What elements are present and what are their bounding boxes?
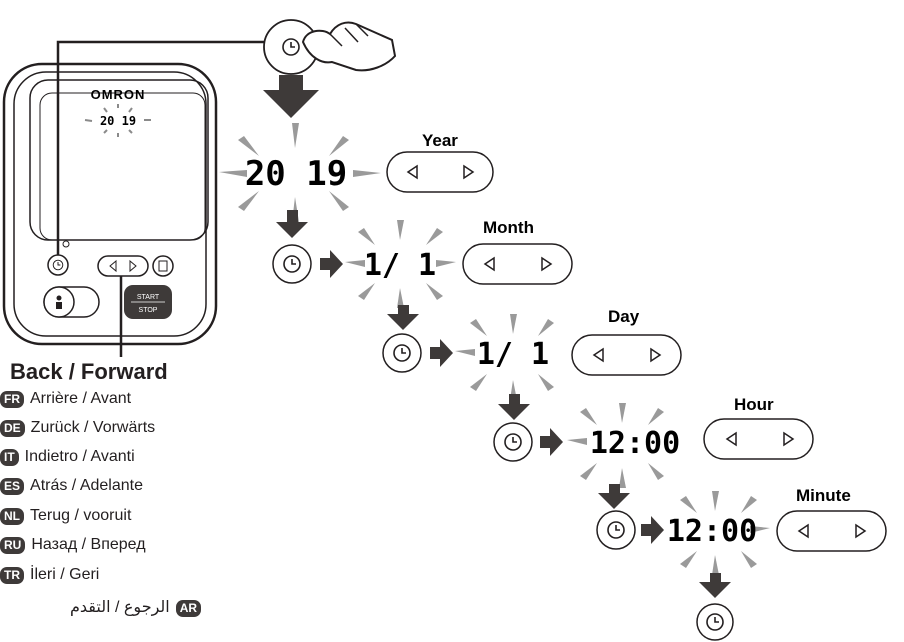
right-arrow-icon [540, 428, 563, 456]
minute-blink-rays [680, 491, 770, 575]
arrow-left-icon [592, 347, 604, 363]
down-arrow-icon [699, 573, 731, 598]
device-back-forward-button[interactable] [97, 255, 149, 277]
right-arrow-icon [641, 516, 664, 544]
day-clock-button[interactable] [382, 333, 422, 373]
arrow-left-icon [725, 431, 737, 447]
down-arrow-icon [263, 75, 319, 118]
down-arrow-icon [276, 210, 308, 238]
arrow-right-icon [541, 256, 553, 272]
down-arrow-icon [387, 305, 419, 330]
brand-logo: OMRON [91, 87, 146, 102]
hour-back-forward-button[interactable] [703, 418, 814, 460]
device-display-value: 20 19 [100, 114, 136, 128]
device-clock-button[interactable] [47, 254, 69, 276]
month-label: Month [483, 218, 534, 237]
hour-clock-button[interactable] [493, 422, 533, 462]
down-arrow-icon [598, 484, 630, 509]
svg-text:STOP: STOP [139, 307, 158, 314]
indicator-icon [62, 240, 70, 248]
year-display: 20 19 [219, 123, 381, 222]
callout-line-clock [56, 40, 265, 255]
final-clock-button[interactable] [696, 603, 734, 641]
monitor-device: OMRON 20 19 [2, 62, 218, 346]
month-blink-rays [345, 220, 456, 308]
day-blink-rays [455, 314, 554, 400]
device-start-stop-button[interactable]: START STOP [124, 285, 172, 319]
minute-label: Minute [796, 486, 851, 505]
hour-blink-rays [567, 403, 664, 488]
svg-text:START: START [137, 294, 160, 301]
arrow-right-icon [129, 259, 137, 273]
hour-display-value: 12:00 [590, 426, 680, 461]
arrow-left-icon [797, 523, 809, 539]
minute-clock-button[interactable] [596, 510, 636, 550]
year-label: Year [422, 131, 458, 150]
day-back-forward-button[interactable] [571, 334, 682, 376]
right-arrow-icon [320, 250, 343, 278]
day-display-value: 1/ 1 [477, 337, 549, 372]
right-arrow-icon [430, 339, 453, 367]
arrow-right-icon [855, 523, 867, 539]
arrow-left-icon [406, 164, 418, 180]
year-blink-rays [219, 123, 381, 222]
device-user-button[interactable] [43, 286, 100, 318]
down-arrow-icon [498, 394, 530, 420]
month-display-value: 1/ 1 [364, 248, 436, 283]
minute-display-value: 12:00 [667, 514, 757, 549]
year-display-value: 20 19 [245, 154, 347, 194]
year-back-forward-button[interactable] [386, 151, 494, 193]
arrow-right-icon [463, 164, 475, 180]
device-blink-rays [84, 104, 151, 137]
back-forward-title: Back / Forward [10, 359, 168, 384]
arrow-right-icon [783, 431, 795, 447]
hour-label: Hour [734, 395, 774, 414]
hand-icon [301, 21, 397, 72]
arrow-left-icon [483, 256, 495, 272]
month-back-forward-button[interactable] [462, 243, 573, 285]
arrow-left-icon [109, 259, 117, 273]
month-clock-button[interactable] [272, 244, 312, 284]
minute-back-forward-button[interactable] [776, 510, 887, 552]
device-memory-button[interactable] [152, 255, 174, 277]
day-label: Day [608, 307, 640, 326]
arrow-right-icon [650, 347, 662, 363]
